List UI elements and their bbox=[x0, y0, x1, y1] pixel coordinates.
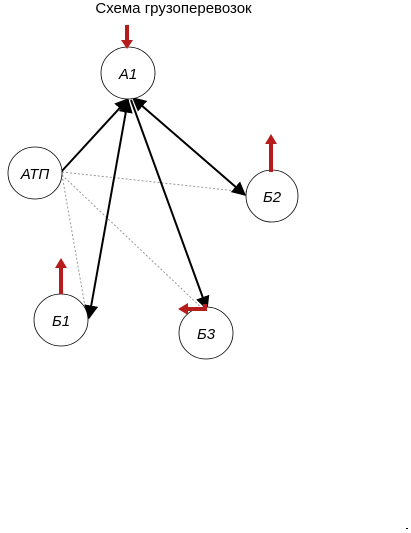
node-b2[interactable]: Б2 bbox=[245, 169, 299, 223]
edge-a1-b3 bbox=[130, 99, 210, 311]
edge-a1-b1 bbox=[84, 98, 133, 320]
node-label: АТП bbox=[20, 166, 50, 183]
node-label: Б2 bbox=[263, 189, 282, 206]
marker-b3-outbound-arrow-icon bbox=[178, 303, 207, 315]
edge-atp-b2 bbox=[61, 171, 247, 193]
node-label: Б3 bbox=[197, 326, 216, 343]
edge-atp-b3 bbox=[61, 174, 207, 313]
edge-atp-b1 bbox=[61, 174, 87, 313]
edge-a1-b2 bbox=[131, 97, 247, 196]
node-label: Б1 bbox=[52, 313, 70, 330]
node-b3[interactable]: Б3 bbox=[178, 306, 234, 360]
node-b1[interactable]: Б1 bbox=[33, 293, 89, 347]
marker-a1-inbound-arrow-icon bbox=[121, 25, 133, 49]
marker-b1-outbound-arrow-icon bbox=[55, 258, 67, 294]
node-atp[interactable]: АТП bbox=[7, 146, 63, 200]
diagram-title: Схема грузоперевозок bbox=[95, 0, 252, 17]
corner-dot bbox=[406, 528, 408, 529]
node-label: А1 bbox=[118, 66, 137, 83]
node-a1[interactable]: А1 bbox=[100, 46, 156, 100]
marker-b2-outbound-arrow-icon bbox=[265, 134, 277, 172]
